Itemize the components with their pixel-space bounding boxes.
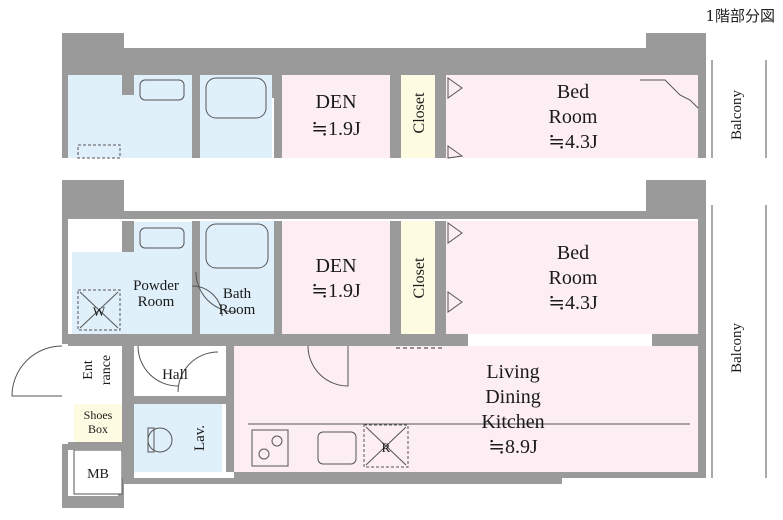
hall-door-icon[interactable] [137, 345, 179, 387]
powder-room-line1: Powder [133, 278, 179, 294]
upper-plan: DEN ≒1.9J Closet Bed Room ≒4.3J Balcony [62, 33, 767, 159]
upper-den-size: ≒1.9J [311, 118, 361, 140]
upper-closet [401, 75, 435, 158]
shoes-box-line2: Box [88, 422, 108, 436]
bedroom [446, 221, 698, 334]
upper-washer-icon [77, 144, 121, 159]
bath-door-icon[interactable] [195, 271, 237, 313]
wall-ldk-top-right [652, 334, 698, 346]
kitchen-sink-icon [317, 431, 357, 465]
wall-lav-top [134, 396, 226, 404]
wall-entrance-right [122, 346, 134, 478]
upper-wall-5 [122, 75, 134, 95]
ldk-size: ≒8.9J [488, 436, 538, 458]
floor-label: 1階部分図 [705, 7, 775, 25]
powder-door-icon[interactable] [191, 285, 223, 317]
upper-bed-size: ≒4.3J [548, 131, 598, 153]
wall-shoes-bottom [68, 442, 124, 450]
lavatory-label: Lav. [192, 425, 208, 451]
shoes-box [74, 404, 122, 442]
entrance-line1: Ent [81, 360, 96, 380]
burner-1-icon [258, 448, 270, 460]
shoes-box-line1: Shoes [84, 408, 113, 422]
burner-2-icon [271, 435, 283, 447]
wall-den-right [390, 221, 401, 334]
upper-bed-line2: Room [549, 106, 598, 128]
hall-label: Hall [162, 367, 188, 383]
mb-box [73, 449, 123, 495]
upper-balcony-label: Balcony [729, 90, 745, 140]
bath-room-line2: Room [219, 302, 256, 318]
ldk-line1: Living [486, 361, 539, 383]
upper-bath-room [200, 75, 272, 158]
washer-icon [77, 289, 121, 331]
entrance-door-icon[interactable] [11, 345, 63, 397]
wall-closet-right [435, 221, 446, 334]
lower-outer-wall [62, 180, 706, 508]
toilet-tank-icon [147, 427, 155, 453]
ldk-room [234, 346, 698, 472]
powder-sink-icon [139, 227, 185, 249]
ldk-line2: Dining [485, 386, 541, 408]
upper-closet-door-icon [447, 77, 463, 99]
upper-wall-3 [390, 75, 401, 158]
upper-wall-1 [192, 75, 200, 158]
upper-closet-label: Closet [411, 92, 428, 133]
ldk-door-icon[interactable] [307, 345, 349, 387]
upper-closet-door-icon-2 [447, 145, 464, 159]
den-size: ≒1.9J [311, 280, 361, 302]
bedroom-line2: Room [549, 267, 598, 289]
upper-wall-2 [274, 75, 282, 158]
upper-bathtub-icon [205, 77, 267, 119]
lower-plan: Powder Room W Bath Room DEN ≒1.9J Closet… [11, 180, 767, 508]
upper-den [282, 75, 390, 158]
powder-room-line2: Room [138, 294, 175, 310]
upper-bedroom [446, 75, 698, 158]
mb-label: MB [87, 467, 109, 482]
bath-room-line1: Bath [223, 286, 252, 302]
closet-label: Closet [411, 257, 428, 298]
fridge-space-icon [363, 424, 409, 468]
bathtub-icon [205, 223, 269, 269]
upper-bed-line1: Bed [557, 81, 589, 103]
wall-ldk-left [226, 346, 234, 472]
fridge-cross-2 [365, 426, 407, 466]
entrance-line2: rance [99, 355, 114, 385]
lavatory-room [134, 404, 222, 472]
washer-mark: W [93, 304, 106, 319]
bedroom-line1: Bed [557, 242, 589, 264]
upper-wall-4 [435, 75, 446, 158]
wall-den-left [274, 221, 282, 334]
ldk-line3: Kitchen [481, 411, 544, 433]
closet-door-icon [447, 222, 463, 244]
bath-room [200, 221, 274, 334]
lav-door-icon[interactable] [177, 351, 219, 393]
den-room [282, 221, 390, 334]
fridge-mark: R [382, 440, 391, 455]
wall-powder-top [122, 221, 134, 252]
closet-room [401, 221, 435, 334]
washer-cross-2 [79, 291, 119, 329]
upper-sink-icon [139, 79, 185, 101]
upper-den-name: DEN [315, 91, 356, 113]
wall-corridor-top [68, 334, 468, 346]
balcony-label: Balcony [729, 323, 745, 373]
closet-door-icon-2 [447, 291, 463, 313]
bedroom-size: ≒4.3J [548, 292, 598, 314]
upper-corner-notch [640, 79, 699, 109]
powder-room [72, 252, 192, 334]
stove-icon [251, 429, 289, 467]
den-name: DEN [315, 255, 356, 277]
